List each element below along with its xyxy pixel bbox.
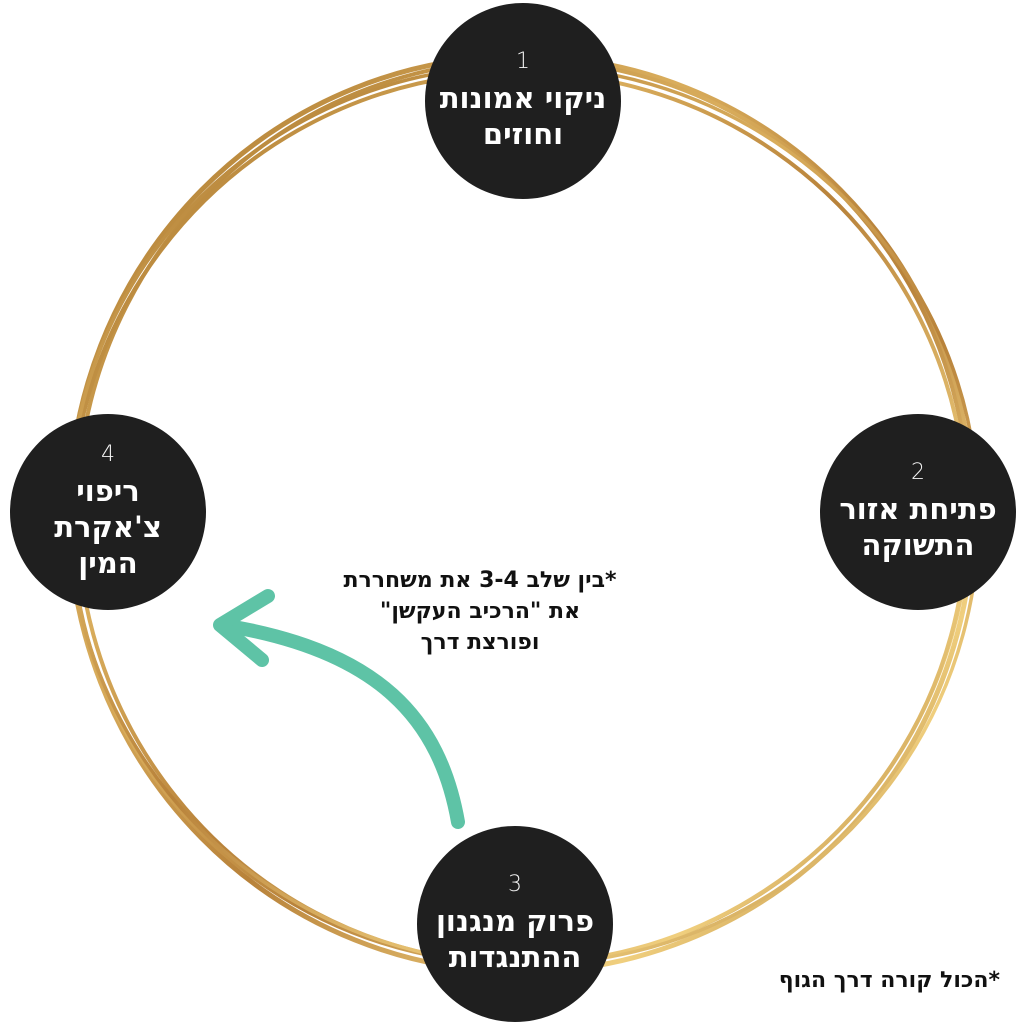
note-line-2: את "הרכיב העקשן": [379, 599, 581, 624]
note-line-3: ופורצת דרך: [420, 630, 540, 655]
arrow-stage3-to-stage4: [215, 618, 465, 829]
footer-note: *הכול קורה דרך הגוף: [778, 968, 1000, 993]
stage-label-line-2: המין: [78, 546, 138, 580]
stage-label-line-1: ריפוי צ'אקרת: [54, 474, 162, 544]
stage-number: 3: [508, 872, 522, 897]
arrow-head-icon: [213, 589, 275, 667]
stage-number: 2: [911, 460, 925, 485]
stage-node-4: 4 ריפוי צ'אקרת המין: [10, 414, 206, 610]
note-line-1: *בין שלב 3-4 את משחררת: [343, 568, 617, 593]
stage-node-1: 1 ניקוי אמונות וחוזים: [425, 3, 621, 199]
stage-node-3: 3 פרוק מנגנון ההתנגדות: [417, 826, 613, 1022]
stage-transition-note: *בין שלב 3-4 את משחררת את "הרכיב העקשן" …: [300, 565, 660, 658]
stage-label-line-2: ההתנגדות: [448, 940, 582, 974]
stage-label-line-1: ניקוי אמונות: [439, 81, 607, 115]
stage-label-line-2: וחוזים: [482, 117, 564, 151]
stage-label-line-2: התשוקה: [861, 528, 975, 562]
stage-number: 1: [516, 49, 530, 74]
stage-number: 4: [101, 442, 115, 467]
stage-label-line-1: פרוק מנגנון: [435, 904, 595, 938]
stage-label-line-1: פתיחת אזור: [839, 492, 997, 526]
stage-node-2: 2 פתיחת אזור התשוקה: [820, 414, 1016, 610]
